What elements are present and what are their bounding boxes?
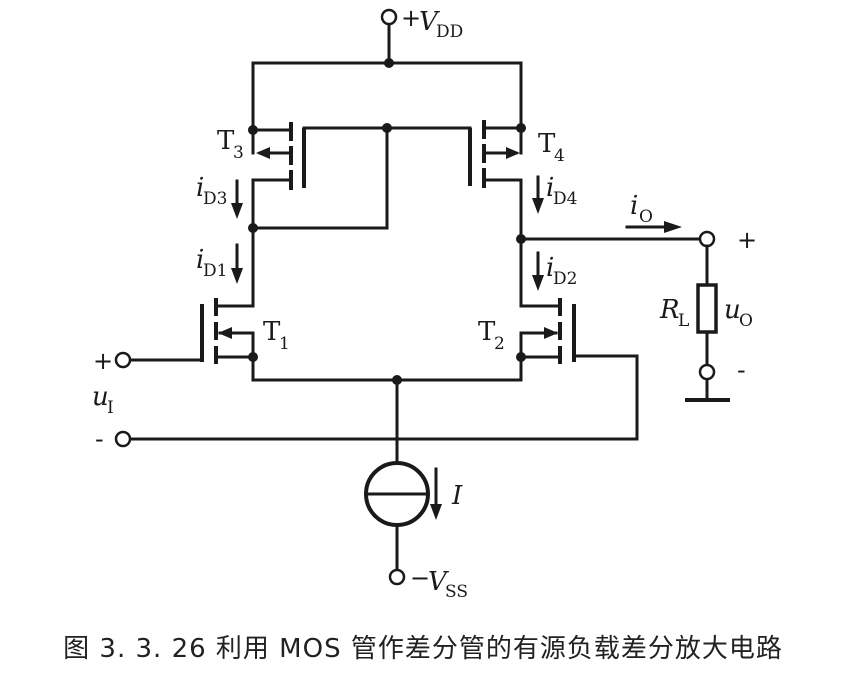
t1-label: T 1 — [263, 317, 290, 354]
uo-label: u O — [724, 295, 753, 331]
svg-text:3: 3 — [233, 143, 244, 163]
io-arrow — [625, 221, 682, 233]
transistor-t1 — [128, 298, 258, 382]
svg-text:T: T — [538, 129, 556, 159]
svg-text:T: T — [263, 317, 281, 347]
current-source — [364, 461, 430, 572]
t3-label: T 3 — [217, 126, 244, 163]
current-source-label: I — [451, 481, 463, 511]
svg-text:1: 1 — [279, 334, 290, 354]
t2-label: T 2 — [478, 317, 505, 354]
svg-text:O: O — [739, 311, 753, 331]
transistor-t4 — [468, 120, 526, 188]
mirror-gate-wire — [251, 123, 472, 230]
svg-text:D3: D3 — [203, 189, 227, 209]
id2-label: i D2 — [546, 253, 577, 289]
svg-text:i: i — [630, 191, 638, 221]
vdd-terminal — [380, 8, 398, 26]
vdd-label: + V DD — [401, 4, 463, 42]
rl-label: R L — [659, 295, 689, 331]
left-branch-wire — [248, 178, 258, 308]
id1-label: i D1 — [196, 245, 227, 281]
svg-text:D4: D4 — [553, 189, 577, 209]
figure-caption: 图 3. 3. 26 利用 MOS 管作差分管的有源负载差分放大电路 — [63, 634, 783, 664]
vss-terminal — [388, 568, 406, 586]
svg-text:i: i — [196, 245, 204, 275]
output-plus-sign: + — [737, 226, 757, 254]
output-minus-sign: - — [737, 356, 746, 384]
svg-text:O: O — [639, 207, 653, 227]
svg-text:−: − — [410, 564, 430, 592]
io-label: i O — [630, 191, 653, 227]
svg-text:SS: SS — [445, 582, 468, 602]
svg-text:D2: D2 — [553, 269, 577, 289]
svg-text:i: i — [196, 173, 204, 203]
id4-label: i D4 — [546, 173, 577, 209]
svg-text:V: V — [428, 567, 449, 597]
t4-label: T 4 — [538, 129, 565, 166]
right-branch-wire — [516, 178, 702, 308]
id1-arrow — [231, 243, 243, 284]
vdd-rail — [251, 22, 523, 132]
load-resistor — [685, 244, 730, 402]
svg-text:DD: DD — [436, 22, 463, 42]
svg-text:i: i — [546, 173, 554, 203]
svg-text:D1: D1 — [203, 261, 227, 281]
svg-text:4: 4 — [554, 146, 565, 166]
svg-text:2: 2 — [494, 334, 505, 354]
tail-wire — [251, 375, 523, 463]
svg-text:R: R — [659, 295, 680, 325]
svg-text:V: V — [419, 7, 440, 37]
input-minus-sign: - — [95, 425, 104, 453]
id3-arrow — [231, 179, 243, 219]
svg-text:I: I — [107, 398, 114, 418]
svg-text:i: i — [546, 253, 554, 283]
output-plus-terminal — [698, 230, 716, 248]
output-minus-terminal — [698, 363, 716, 381]
vss-label: − V SS — [410, 564, 468, 602]
svg-text:u: u — [92, 382, 109, 412]
input-minus-terminal — [114, 430, 132, 448]
svg-text:+: + — [401, 4, 421, 32]
current-source-arrow — [430, 467, 442, 520]
id2-arrow — [532, 251, 544, 291]
input-plus-terminal — [114, 351, 132, 369]
id3-label: i D3 — [196, 173, 227, 209]
transistor-t3 — [248, 122, 306, 190]
id4-arrow — [532, 175, 544, 214]
input-plus-sign: + — [93, 347, 113, 375]
svg-text:L: L — [678, 311, 689, 331]
svg-text:T: T — [217, 126, 235, 156]
transistor-t2 — [128, 298, 639, 441]
ui-label: u I — [92, 382, 114, 418]
svg-text:T: T — [478, 317, 496, 347]
svg-text:u: u — [724, 295, 741, 325]
